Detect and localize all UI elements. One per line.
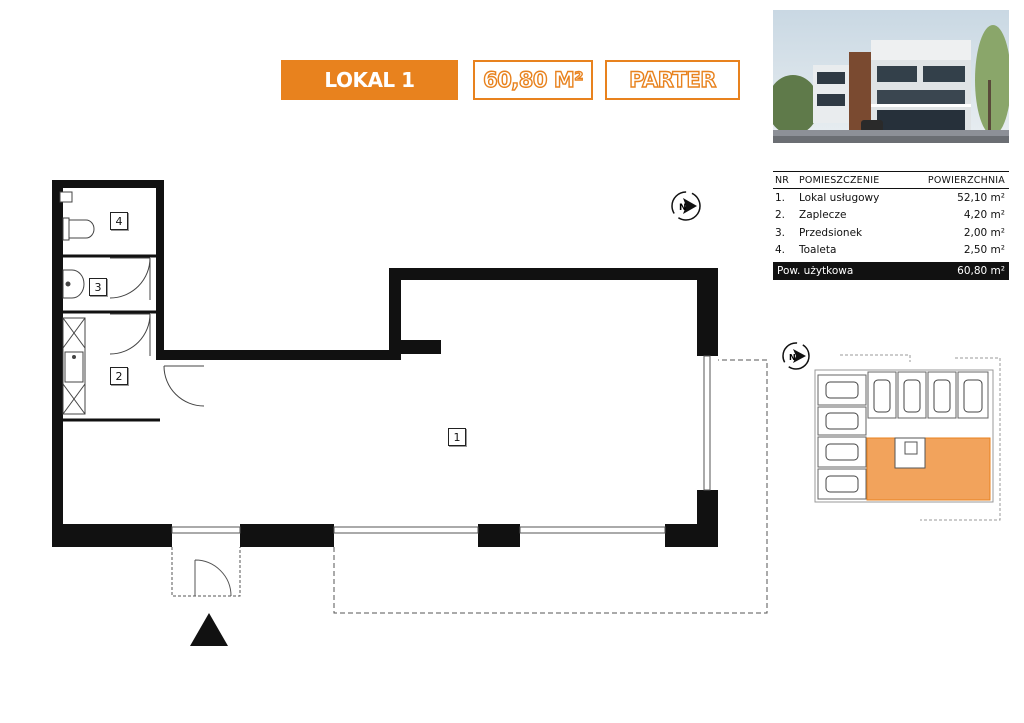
row-nr: 1. [775,191,786,204]
toilet-fixture [59,191,95,241]
row-name: Lokal usługowy [799,191,880,204]
kitchen-unit-fixture [62,317,86,415]
room-3-label: 3 [89,278,107,296]
sink-fixture [62,269,85,299]
table-row: 3. Przedsionek 2,00 m² [773,224,1009,242]
col-area-header: POWIERZCHNIA [927,174,1005,186]
table-row: 4. Toaleta 2,50 m² [773,242,1009,260]
doors [109,257,205,407]
row-area: 4,20 m² [963,209,1005,222]
row-nr: 3. [775,226,786,239]
partitions [56,254,160,422]
car-icons [825,379,983,493]
compass-letter: N [679,203,687,213]
parking-bays [817,371,989,500]
compass-icon: N [782,342,810,370]
window-glazing [333,355,711,534]
room-table: NR POMIESZCZENIE POWIERZCHNIA 1. Lokal u… [773,171,1009,280]
room-table-header: NR POMIESZCZENIE POWIERZCHNIA [773,171,1009,189]
row-name: Przedsionek [799,226,863,239]
row-nr: 4. [775,244,786,257]
row-area: 52,10 m² [957,191,1005,204]
terrace-outline [333,359,768,614]
key-plan [814,354,1001,521]
col-nr-header: NR [775,174,790,186]
table-row: 2. Zaplecze 4,20 m² [773,207,1009,225]
entrance-vestibule [171,526,241,597]
compass-icon: N [671,191,701,221]
room-2-label: 2 [110,367,128,385]
room-4-label: 4 [110,212,128,230]
total-label: Pow. użytkowa [777,265,854,277]
floor-badge: PARTER [605,60,740,100]
total-row: Pow. użytkowa 60,80 m² [773,262,1009,280]
col-room-header: POMIESZCZENIE [799,174,880,186]
room-1-label: 1 [448,428,466,446]
row-area: 2,50 m² [963,244,1005,257]
row-name: Toaleta [799,244,837,257]
row-name: Zaplecze [799,209,847,222]
compass-letter: N [789,353,796,362]
row-nr: 2. [775,209,786,222]
exterior-walls [52,180,718,547]
building-render-image [773,10,1009,143]
entrance-arrow-icon [190,613,228,646]
total-area: 60,80 m² [957,265,1005,277]
area-badge: 60,80 M² [473,60,593,100]
table-row: 1. Lokal usługowy 52,10 m² [773,189,1009,207]
unit-badge: LOKAL 1 [281,60,458,100]
row-area: 2,00 m² [963,226,1005,239]
